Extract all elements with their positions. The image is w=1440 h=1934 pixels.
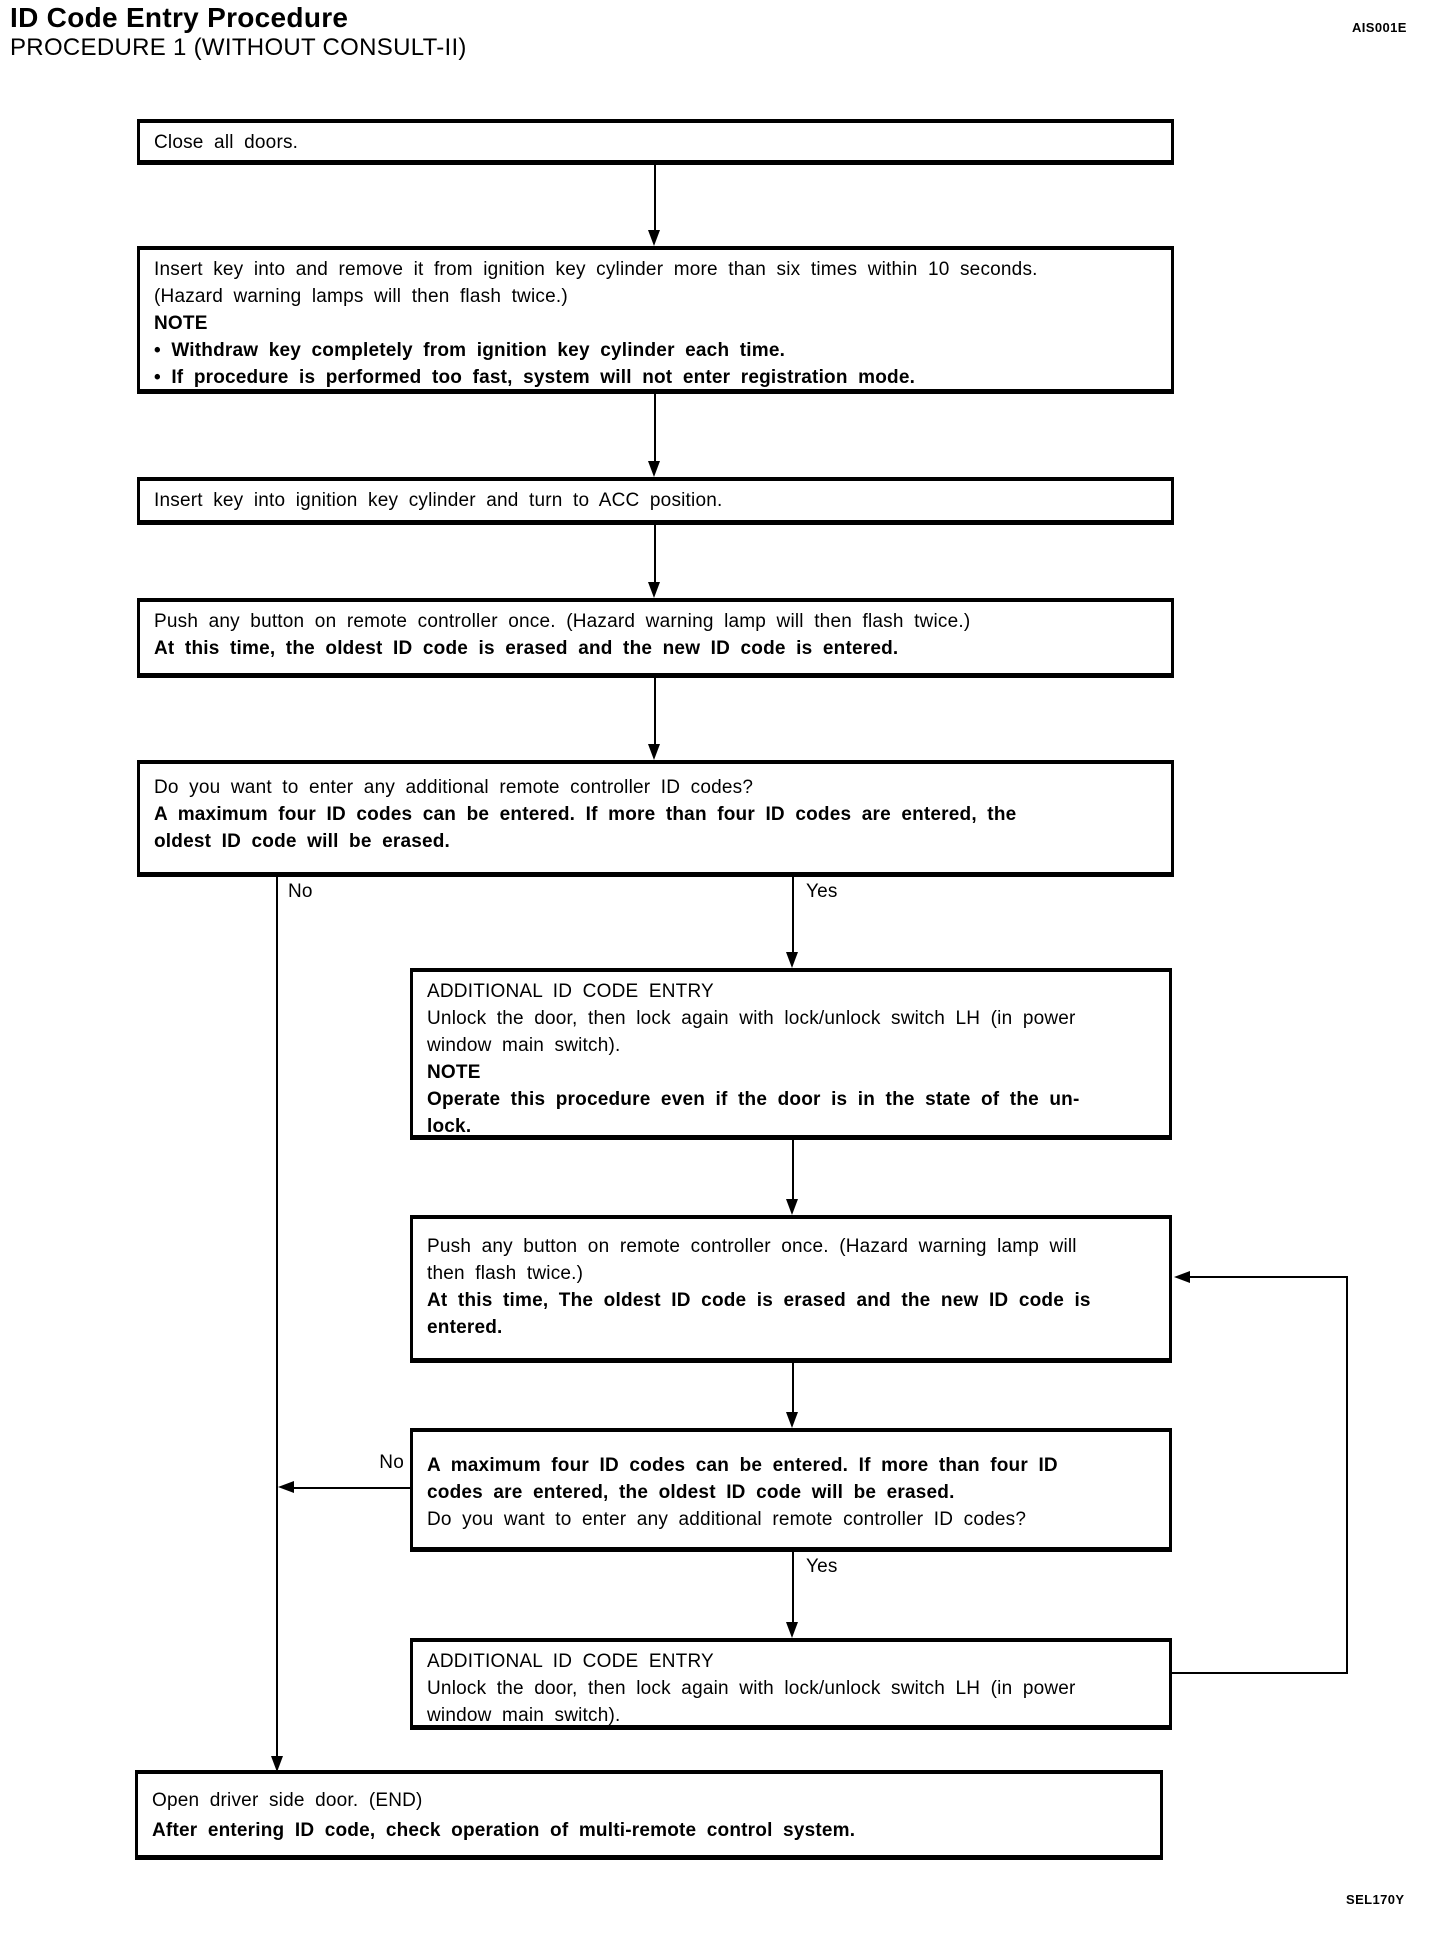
- text-line: codes are entered, the oldest ID code wi…: [427, 1482, 955, 1503]
- arrowhead-into-box5: [648, 744, 660, 760]
- text-line: Push any button on remote controller onc…: [427, 1236, 1077, 1257]
- arrowhead-into-box3: [648, 461, 660, 477]
- text-line: A maximum four ID codes can be entered. …: [427, 1455, 1058, 1476]
- flow-box-additional-question-second: A maximum four ID codes can be entered. …: [410, 1428, 1172, 1552]
- text-line: window main switch).: [427, 1705, 621, 1726]
- arrowhead-into-end-box: [271, 1756, 283, 1772]
- arrowhead-loop-into-box7: [1174, 1271, 1190, 1283]
- text-line: Do you want to enter any additional remo…: [427, 1509, 1027, 1530]
- connector-2-3: [654, 394, 656, 461]
- text-line: entered.: [427, 1317, 503, 1338]
- connector-yes-first: [792, 877, 794, 952]
- connector-4-5: [654, 678, 656, 744]
- connector-no-second: [294, 1487, 410, 1489]
- page-subtitle: PROCEDURE 1 (WITHOUT CONSULT-II): [10, 34, 467, 61]
- text-line-bullet: • Withdraw key completely from ignition …: [154, 340, 786, 361]
- arrowhead-into-box4: [648, 582, 660, 598]
- connector-7-8: [792, 1363, 794, 1412]
- branch-label-yes-second: Yes: [806, 1556, 838, 1577]
- arrowhead-no-second: [278, 1481, 294, 1493]
- text-line: Open driver side door. (END): [152, 1790, 423, 1811]
- arrowhead-into-box6: [786, 952, 798, 968]
- text-line-bullet: • If procedure is performed too fast, sy…: [154, 367, 916, 388]
- text-line: Push any button on remote controller onc…: [154, 611, 971, 632]
- text-line: lock.: [427, 1116, 472, 1137]
- arrowhead-into-box7: [786, 1199, 798, 1215]
- text-line: window main switch).: [427, 1035, 621, 1056]
- branch-label-no-first: No: [288, 881, 313, 902]
- text-line-note: NOTE: [154, 313, 208, 334]
- text-line: Insert key into and remove it from ignit…: [154, 259, 1038, 280]
- text-line: Operate this procedure even if the door …: [427, 1089, 1080, 1110]
- arrowhead-into-box9: [786, 1622, 798, 1638]
- flow-box-open-door-end: Open driver side door. (END) After enter…: [135, 1770, 1163, 1860]
- text-line: Close all doors.: [154, 132, 299, 153]
- flow-box-push-button-second: Push any button on remote controller onc…: [410, 1215, 1172, 1363]
- text-line: A maximum four ID codes can be entered. …: [154, 804, 1017, 825]
- branch-label-no-second: No: [379, 1452, 404, 1473]
- flow-box-additional-question-first: Do you want to enter any additional remo…: [137, 760, 1174, 877]
- connector-3-4: [654, 525, 656, 582]
- arrowhead-into-box8: [786, 1412, 798, 1428]
- branch-label-yes-first: Yes: [806, 881, 838, 902]
- text-line: ADDITIONAL ID CODE ENTRY: [427, 981, 714, 1002]
- text-line: Unlock the door, then lock again with lo…: [427, 1678, 1076, 1699]
- loop-top-segment: [1188, 1276, 1348, 1278]
- text-line: Do you want to enter any additional remo…: [154, 777, 754, 798]
- arrowhead-into-box2: [648, 230, 660, 246]
- text-line: then flash twice.): [427, 1263, 584, 1284]
- flow-box-acc-position: Insert key into ignition key cylinder an…: [137, 477, 1174, 525]
- flow-box-additional-entry-second: ADDITIONAL ID CODE ENTRY Unlock the door…: [410, 1638, 1172, 1730]
- connector-1-2: [654, 165, 656, 230]
- text-line: (Hazard warning lamps will then flash tw…: [154, 286, 568, 307]
- flow-box-insert-remove-key: Insert key into and remove it from ignit…: [137, 246, 1174, 394]
- flow-box-additional-entry-first: ADDITIONAL ID CODE ENTRY Unlock the door…: [410, 968, 1172, 1140]
- loop-bottom-segment: [1172, 1672, 1348, 1674]
- text-line: Insert key into ignition key cylinder an…: [154, 490, 723, 511]
- connector-no-branch: [276, 877, 278, 1756]
- text-line: After entering ID code, check operation …: [152, 1820, 856, 1841]
- figure-code-top: AIS001E: [1352, 20, 1407, 35]
- flow-box-close-doors: Close all doors.: [137, 119, 1174, 165]
- flow-box-push-button-first: Push any button on remote controller onc…: [137, 598, 1174, 678]
- loop-right-segment: [1346, 1276, 1348, 1674]
- text-line: oldest ID code will be erased.: [154, 831, 451, 852]
- text-line-note: NOTE: [427, 1062, 481, 1083]
- text-line: ADDITIONAL ID CODE ENTRY: [427, 1651, 714, 1672]
- page-title: ID Code Entry Procedure: [10, 2, 349, 33]
- text-line: Unlock the door, then lock again with lo…: [427, 1008, 1076, 1029]
- connector-yes-second: [792, 1552, 794, 1622]
- connector-6-7: [792, 1140, 794, 1199]
- text-line: At this time, The oldest ID code is eras…: [427, 1290, 1091, 1311]
- figure-code-bottom: SEL170Y: [1346, 1892, 1405, 1907]
- text-line: At this time, the oldest ID code is eras…: [154, 638, 899, 659]
